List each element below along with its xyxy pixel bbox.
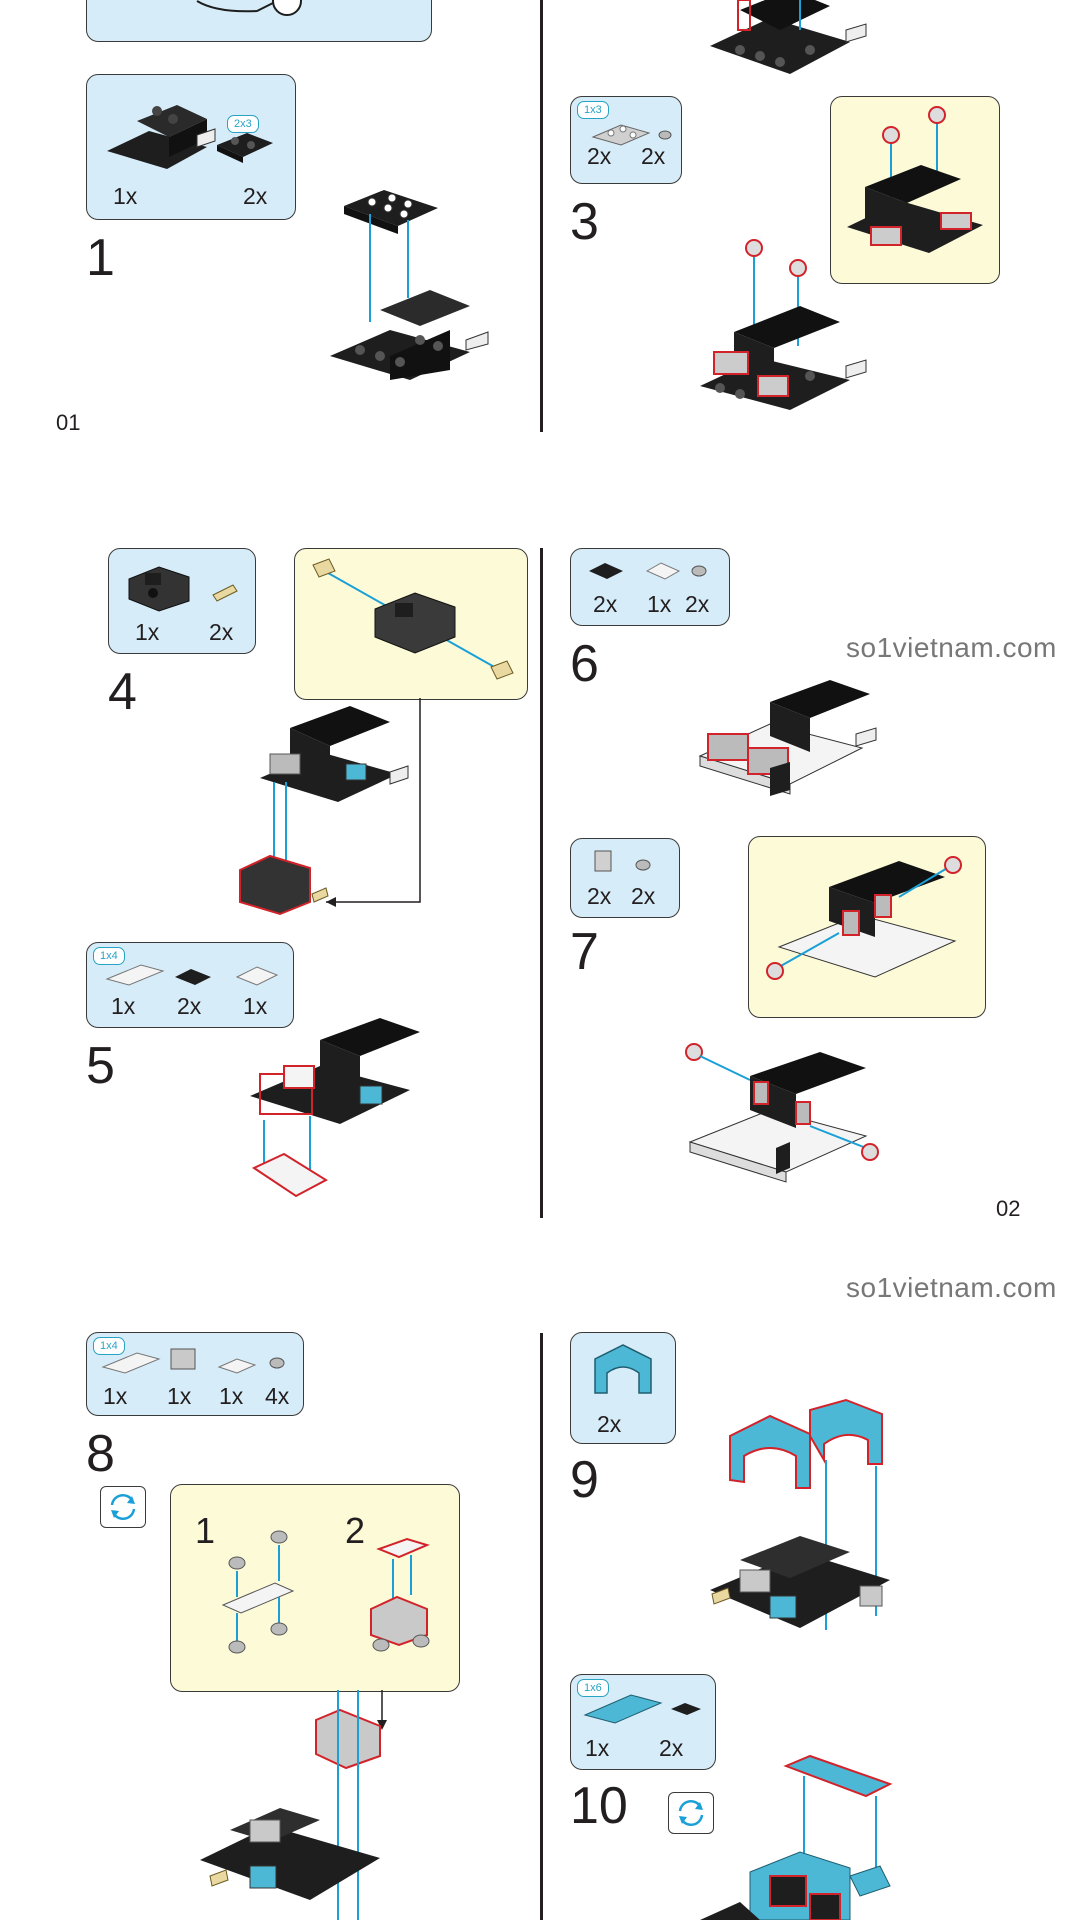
step-8-detail-callout: 1 2: [170, 1484, 460, 1692]
watermark: so1vietnam.com: [846, 1272, 1057, 1303]
substep-number: 2: [345, 1510, 366, 1551]
step-10-parts-panel: 1x6 1x 2x: [570, 1674, 716, 1770]
part-size-tag: 1x3: [577, 101, 609, 119]
part-qty: 2x: [631, 883, 656, 909]
rotate-model-icon: [110, 1493, 136, 1521]
part-qty: 1x: [113, 183, 138, 209]
part-size-tag: 1x6: [577, 1679, 609, 1697]
part-qty: 1x: [243, 993, 268, 1019]
part-qty: 2x: [177, 993, 202, 1019]
part-qty: 1x: [585, 1735, 610, 1761]
previous-step-model: [710, 0, 867, 74]
part-qty: 1x: [135, 619, 160, 645]
step-number: 1: [86, 229, 115, 287]
step-number: 8: [86, 1425, 115, 1483]
step-1-assembly-illustration: [330, 190, 489, 380]
part-qty: 1x: [219, 1383, 244, 1409]
part-size-tag: 1x4: [93, 947, 125, 965]
part-qty: 2x: [587, 143, 612, 169]
part-qty: 1x: [111, 993, 136, 1019]
step-4-detail-callout: [294, 548, 528, 700]
step-6-parts-panel: 2x 1x 2x: [570, 548, 730, 626]
step-8-assembly-illustration: [200, 1690, 387, 1920]
step-10-assembly-illustration: [700, 1754, 893, 1920]
part-qty: 2x: [597, 1411, 622, 1437]
page-number: 02: [996, 1196, 1021, 1221]
part-qty: 2x: [685, 591, 710, 617]
column-divider-middle: [540, 548, 543, 1218]
rotate-model-button: [100, 1486, 146, 1528]
step-4-parts-panel: 1x 2x: [108, 548, 256, 654]
part-qty: 2x: [209, 619, 234, 645]
step-number: 6: [570, 635, 599, 693]
part-qty: 1x: [167, 1383, 192, 1409]
page-number: 01: [56, 410, 81, 435]
substep-number: 1: [195, 1510, 216, 1551]
part-qty: 4x: [265, 1383, 290, 1409]
step-number: 4: [108, 663, 137, 721]
step-7-detail-callout: [748, 836, 986, 1018]
column-divider-bottom: [540, 1333, 543, 1920]
step-4-assembly-illustration: [239, 698, 421, 916]
part-qty: 2x: [243, 183, 268, 209]
part-size-tag: 2x3: [227, 115, 259, 133]
step-3-parts-panel: 1x3 2x 2x: [570, 96, 682, 184]
watermark: so1vietnam.com: [846, 632, 1057, 663]
step-number: 10: [570, 1777, 628, 1835]
step-1-parts-illustration: [107, 105, 273, 169]
part-qty: 2x: [641, 143, 666, 169]
part-qty: 2x: [587, 883, 612, 909]
part-size-tag: 1x4: [93, 1337, 125, 1355]
step-3-assembly-illustration: [700, 239, 867, 410]
step-6-assembly-illustration: [698, 680, 877, 796]
step-1-parts-panel: 2x3 1x 2x: [86, 74, 296, 220]
step-5-assembly-illustration: [250, 1018, 420, 1198]
step-5-parts-panel: 1x4 1x 2x 1x: [86, 942, 294, 1028]
column-divider-top: [540, 0, 543, 432]
previous-parts-panel: [86, 0, 432, 42]
part-qty: 1x: [103, 1383, 128, 1409]
step-7-assembly-illustration: [685, 1043, 879, 1183]
step-number: 5: [86, 1037, 115, 1095]
step-number: 3: [570, 193, 599, 251]
step-7-parts-panel: 2x 2x: [570, 838, 680, 918]
step-9-assembly-illustration: [710, 1398, 890, 1630]
part-qty: 2x: [593, 591, 618, 617]
part-qty: 2x: [659, 1735, 684, 1761]
step-8-parts-panel: 1x4 1x 1x 1x 4x: [86, 1332, 304, 1416]
step-9-parts-panel: 2x: [570, 1332, 676, 1444]
step-3-detail-callout: [830, 96, 1000, 284]
rotate-model-icon: [678, 1799, 704, 1827]
rotate-model-button: [668, 1792, 714, 1834]
step-number: 9: [570, 1451, 599, 1509]
part-qty: 1x: [647, 591, 672, 617]
step-number: 7: [570, 923, 599, 981]
